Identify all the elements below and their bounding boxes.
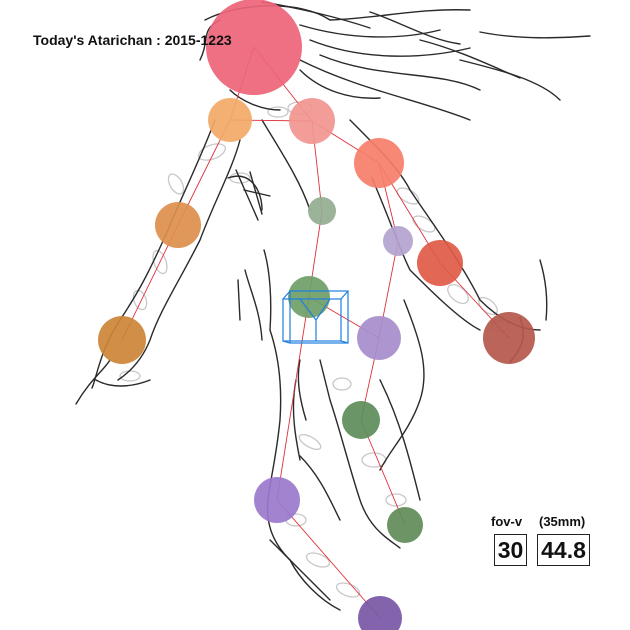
joint-hand-left[interactable] <box>98 316 146 364</box>
joint-shoulder-left[interactable] <box>208 98 252 142</box>
joint-hip-right[interactable] <box>357 316 401 360</box>
joint-hip[interactable] <box>288 276 330 318</box>
joint-neck[interactable] <box>289 98 335 144</box>
page-title: Today's Atarichan : 2015-1223 <box>33 32 232 48</box>
joint-hand-right[interactable] <box>483 312 535 364</box>
joint-knee-right[interactable] <box>342 401 380 439</box>
joint-knee-left[interactable] <box>254 477 300 523</box>
joint-chest[interactable] <box>308 197 336 225</box>
fov-v-value[interactable]: 30 <box>494 534 527 566</box>
figure-sketch <box>75 1 591 611</box>
skeleton-joints[interactable] <box>98 0 535 630</box>
joint-head[interactable] <box>206 0 302 95</box>
joint-foot-left[interactable] <box>358 596 402 630</box>
transform-handle-cube[interactable] <box>282 290 349 344</box>
fov-v-label: fov-v <box>491 514 523 529</box>
joint-spine-right[interactable] <box>383 226 413 256</box>
bone-knee-left-foot-left <box>276 499 381 619</box>
bone-hip-knee-left <box>276 296 310 501</box>
ghost-pose-layer <box>119 101 510 598</box>
focal-length-value[interactable]: 44.8 <box>537 534 590 566</box>
joint-elbow-left[interactable] <box>155 202 201 248</box>
joint-elbow-right[interactable] <box>417 240 463 286</box>
joint-shoulder-right[interactable] <box>354 138 404 188</box>
joint-foot-right[interactable] <box>387 507 423 543</box>
focal-length-label: (35mm) <box>539 514 586 529</box>
